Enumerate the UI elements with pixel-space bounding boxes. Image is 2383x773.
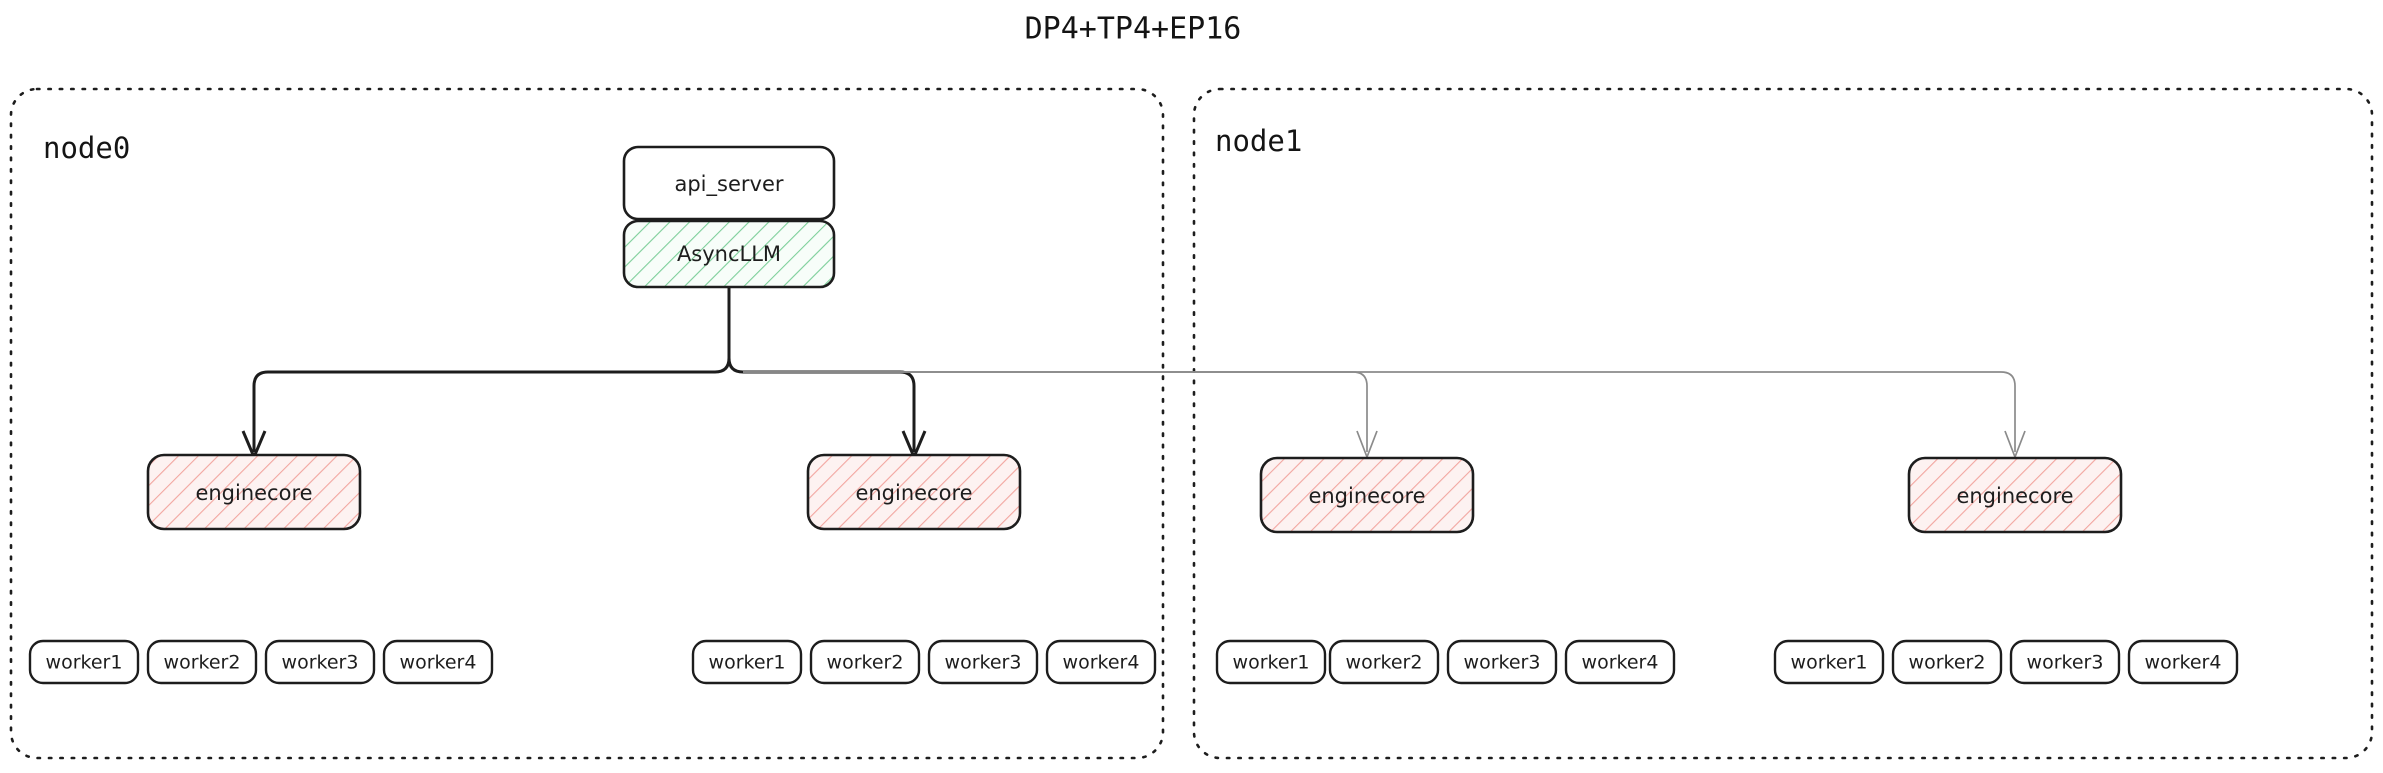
worker-label-2-1: worker2: [1346, 652, 1423, 674]
worker-box-1-3[interactable]: [1045, 639, 1157, 685]
worker-label-0-1: worker2: [164, 652, 241, 674]
worker-label-2-3: worker4: [1582, 652, 1659, 674]
worker-box-3-2[interactable]: [2009, 639, 2121, 685]
edge-to-enginecore-0: [252, 370, 715, 452]
worker-box-0-3[interactable]: [382, 639, 494, 685]
node-api-server-label: api_server: [674, 172, 783, 197]
worker-box-0-2[interactable]: [264, 639, 376, 685]
worker-label-1-2: worker3: [945, 652, 1022, 674]
node-enginecore-1-label: enginecore: [855, 481, 972, 505]
edge-to-enginecore-3: [743, 371, 2016, 452]
worker-group-0: worker1 worker2 worker3 worker4: [28, 639, 494, 685]
worker-label-0-2: worker3: [282, 652, 359, 674]
worker-box-0-1[interactable]: [146, 639, 258, 685]
worker-label-2-2: worker3: [1464, 652, 1541, 674]
node-enginecore-2-label: enginecore: [1308, 484, 1425, 508]
worker-group-1: worker1 worker2 worker3 worker4: [691, 639, 1157, 685]
cluster-label-node1: node1: [1215, 124, 1302, 158]
worker-box-2-2[interactable]: [1446, 639, 1558, 685]
node-enginecore-0-label: enginecore: [195, 481, 312, 505]
cluster-label-node0: node0: [43, 131, 130, 165]
node-enginecore-2[interactable]: [1259, 456, 1475, 534]
node-api-server[interactable]: [622, 145, 836, 221]
worker-box-2-0[interactable]: [1215, 639, 1327, 685]
worker-label-3-1: worker2: [1909, 652, 1986, 674]
worker-label-0-3: worker4: [400, 652, 477, 674]
worker-box-1-1[interactable]: [809, 639, 921, 685]
page-title: DP4+TP4+EP16: [1025, 12, 1242, 47]
worker-label-2-0: worker1: [1233, 652, 1310, 674]
worker-label-3-0: worker1: [1791, 652, 1868, 674]
worker-box-3-0[interactable]: [1773, 639, 1885, 685]
edge-stem-left: [714, 285, 731, 374]
node-async-llm-label: AsyncLLM: [677, 242, 781, 266]
worker-box-3-3[interactable]: [2127, 639, 2239, 685]
worker-label-1-3: worker4: [1063, 652, 1140, 674]
worker-group-3: worker1 worker2 worker3 worker4: [1773, 639, 2239, 685]
worker-label-1-1: worker2: [827, 652, 904, 674]
worker-box-2-1[interactable]: [1328, 639, 1440, 685]
cluster-node0: [9, 87, 1165, 760]
worker-group-2: worker1 worker2 worker3 worker4: [1215, 639, 1676, 685]
worker-box-2-3[interactable]: [1564, 639, 1676, 685]
worker-label-0-0: worker1: [46, 652, 123, 674]
worker-box-1-2[interactable]: [927, 639, 1039, 685]
worker-box-0-0[interactable]: [28, 639, 140, 685]
worker-label-3-2: worker3: [2027, 652, 2104, 674]
worker-box-3-1[interactable]: [1891, 639, 2003, 685]
node-async-llm[interactable]: [622, 219, 836, 289]
cluster-node1: [1192, 87, 2374, 760]
worker-label-1-0: worker1: [709, 652, 786, 674]
node-enginecore-0[interactable]: [146, 453, 362, 531]
worker-label-3-3: worker4: [2145, 652, 2222, 674]
node-enginecore-3-label: enginecore: [1956, 484, 2073, 508]
worker-box-1-0[interactable]: [691, 639, 803, 685]
node-enginecore-1[interactable]: [806, 453, 1022, 531]
node-enginecore-3[interactable]: [1907, 456, 2123, 534]
